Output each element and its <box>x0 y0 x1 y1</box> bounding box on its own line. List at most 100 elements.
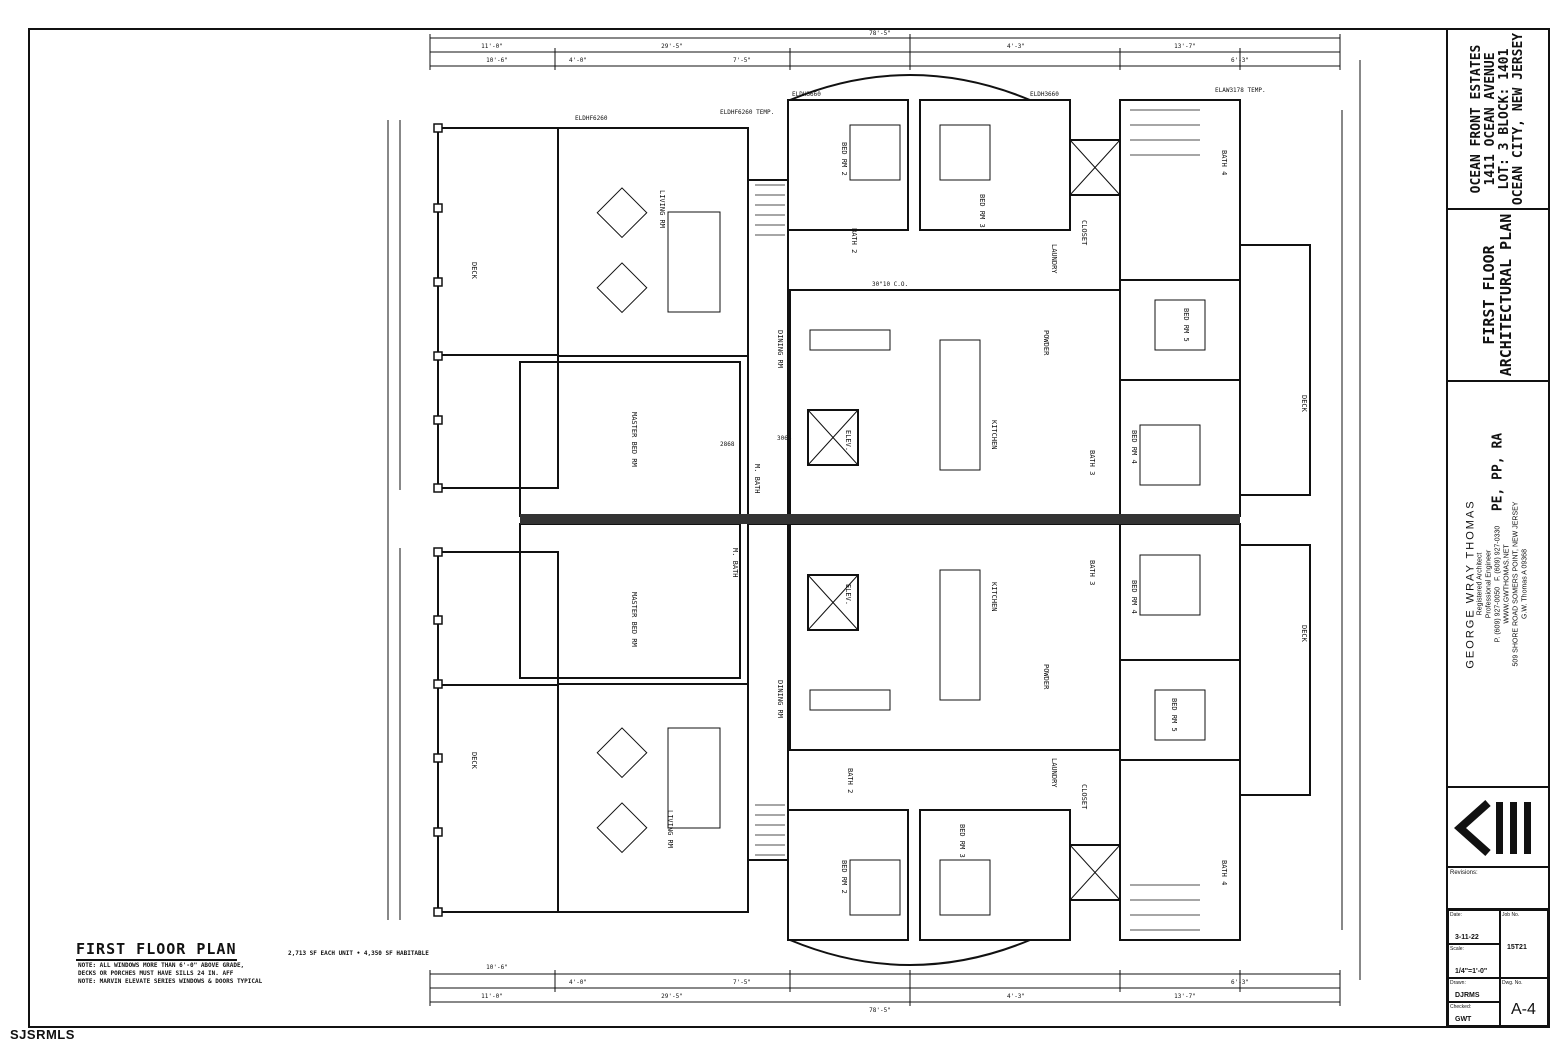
sheet-title-line: FIRST FLOOR <box>1480 245 1498 345</box>
checked-cell: Checked: GWT <box>1448 1002 1500 1026</box>
room-label: BED RM 4 <box>1130 430 1138 464</box>
dimension-label: 29'-5" <box>661 993 683 1000</box>
window-tag: ELDHF6260 <box>575 115 608 122</box>
window-tag: ELDHF6260 TEMP. <box>720 109 774 116</box>
room-label: LAUNDRY <box>1050 244 1058 274</box>
floor-plan-drawing: DECK LIVING RM DINING RM MASTER BED RM M… <box>387 30 1361 1014</box>
project-lot-block: LOT: 3 BLOCK: 1401 <box>1497 48 1512 190</box>
drawing-sheet-border <box>28 28 1550 1028</box>
architect-role: Registered Architect <box>1476 552 1484 616</box>
architect-address: 509 SHORE ROAD SOMERS POINT, NEW JERSEY <box>1512 501 1520 667</box>
room-label: BED RM 5 <box>1182 308 1190 342</box>
logo-block <box>1448 788 1548 868</box>
room-label: DINING RM <box>776 330 784 368</box>
room-label: MASTER BED RM <box>630 592 638 647</box>
room-label: BED RM 5 <box>1170 698 1178 732</box>
dimension-label: 4'-0" <box>569 57 587 64</box>
signature-name: G.W. Thomas <box>1521 576 1529 619</box>
room-label: BATH 2 <box>846 768 854 793</box>
dimension-label: 10'-6" <box>486 57 508 64</box>
firm-logo-icon <box>1453 800 1531 856</box>
project-address: 1411 OCEAN AVENUE <box>1483 52 1498 186</box>
dimension-label: 13'-7" <box>1174 43 1196 50</box>
note-line: DECKS OR PORCHES MUST HAVE SILLS 24 IN. … <box>78 970 234 977</box>
drawn-value: DJRMS <box>1455 992 1480 999</box>
sheet-title: FIRST FLOOR ARCHITECTURAL PLAN <box>1448 210 1548 382</box>
room-label: KITCHEN <box>990 582 998 612</box>
project-info: OCEAN FRONT ESTATES 1411 OCEAN AVENUE LO… <box>1448 30 1548 210</box>
room-label: BATH 3 <box>1088 560 1096 585</box>
room-label: LIVING RM <box>666 810 674 848</box>
window-tag: ELAW3178 TEMP. <box>1215 87 1266 94</box>
room-label: DINING RM <box>776 680 784 718</box>
scale-label: Scale: <box>1450 946 1464 952</box>
room-label: KITCHEN <box>990 420 998 450</box>
architect-name: GEORGE WRAY THOMAS <box>1464 499 1477 669</box>
room-label: POWDER <box>1042 330 1050 356</box>
dwgno-cell: Dwg. No. A-4 <box>1500 978 1548 1026</box>
info-grid: Date: 3-11-22 Job No. 15T21 Scale: 1/4"=… <box>1448 910 1548 1026</box>
room-label: DECK <box>470 752 478 770</box>
room-label: BATH 3 <box>1088 450 1096 475</box>
room-label: CLOSET <box>1080 220 1088 246</box>
dimension-label: 29'-5" <box>661 43 683 50</box>
window-tag: ELDH3660 <box>1030 91 1059 98</box>
jobno-value: 15T21 <box>1507 944 1527 951</box>
room-label: BED RM 2 <box>840 860 848 894</box>
room-label: DECK <box>470 262 478 280</box>
scale-cell: Scale: 1/4"=1'-0" <box>1448 944 1500 978</box>
room-label: BED RM 3 <box>958 824 966 858</box>
mls-watermark: SJSRMLS <box>10 1027 75 1042</box>
room-label: BED RM 4 <box>1130 580 1138 614</box>
window-tag: ELDH3660 <box>792 91 821 98</box>
room-label: MASTER BED RM <box>630 412 638 467</box>
dimension-label: 78'-5" <box>869 1007 891 1014</box>
room-label: BED RM 2 <box>840 142 848 176</box>
jobno-cell: Job No. 15T21 <box>1500 910 1548 978</box>
window-tag: 30"10 C.O. <box>872 281 908 288</box>
dimension-label: 11'-0" <box>481 43 503 50</box>
room-label: ELEV. <box>844 584 852 605</box>
room-label: LIVING RM <box>658 190 666 228</box>
credentials: PE, PP, RA <box>1490 432 1506 512</box>
architect-web: WWW.GWTHOMAS.NET <box>1503 544 1511 624</box>
dimension-label: 6'-3" <box>1231 57 1249 64</box>
project-name: OCEAN FRONT ESTATES <box>1469 44 1484 194</box>
dwgno-label: Dwg. No. <box>1502 980 1523 986</box>
room-label: BED RM 3 <box>978 194 986 228</box>
room-label: DECK <box>1300 625 1308 643</box>
dimension-label: 7'-5" <box>733 979 751 986</box>
room-label: LAUNDRY <box>1050 758 1058 788</box>
room-label: POWDER <box>1042 664 1050 690</box>
dimension-label: 7'-5" <box>733 57 751 64</box>
project-city: OCEAN CITY, NEW JERSEY <box>1511 32 1526 206</box>
dimension-label: 13'-7" <box>1174 993 1196 1000</box>
jobno-label: Job No. <box>1502 912 1520 918</box>
dimension-label: 78'-5" <box>869 30 891 37</box>
dwgno-value: A-4 <box>1511 1001 1536 1018</box>
sheet-title-line: ARCHITECTURAL PLAN <box>1497 213 1515 377</box>
dimension-label: 4'-3" <box>1007 43 1025 50</box>
architect-block: GEORGE WRAY THOMAS Registered Architect … <box>1448 382 1548 788</box>
date-label: Date: <box>1450 912 1462 918</box>
dimension-label: 4'-3" <box>1007 993 1025 1000</box>
plan-title: FIRST FLOOR PLAN <box>76 940 237 961</box>
title-block: OCEAN FRONT ESTATES 1411 OCEAN AVENUE LO… <box>1446 30 1548 1026</box>
architect-fax: F. (609) 927-0330 <box>1494 525 1502 581</box>
dimension-label: 10'-6" <box>486 964 508 971</box>
drawn-label: Drawn: <box>1450 980 1466 986</box>
area-note: 2,713 SF EACH UNIT • 4,350 SF HABITABLE <box>288 950 429 957</box>
plan-notes: NOTE: ALL WINDOWS MORE THAN 6'-0" ABOVE … <box>78 962 262 986</box>
date-value: 3-11-22 <box>1455 934 1479 941</box>
window-tag: 2868 <box>720 441 735 448</box>
date-cell: Date: 3-11-22 <box>1448 910 1500 944</box>
revisions-block: Revisions: <box>1448 868 1548 910</box>
room-label: ELEV. <box>844 430 852 451</box>
room-label: M. BATH <box>753 464 761 494</box>
license-number: A 09368 <box>1521 549 1529 575</box>
dimension-label: 6'-3" <box>1231 979 1249 986</box>
room-label: BATH 2 <box>850 228 858 253</box>
note-line: NOTE: ALL WINDOWS MORE THAN 6'-0" ABOVE … <box>78 962 245 969</box>
room-label: BATH 4 <box>1220 150 1228 175</box>
note-line: NOTE: MARVIN ELEVATE SERIES WINDOWS & DO… <box>78 978 263 985</box>
